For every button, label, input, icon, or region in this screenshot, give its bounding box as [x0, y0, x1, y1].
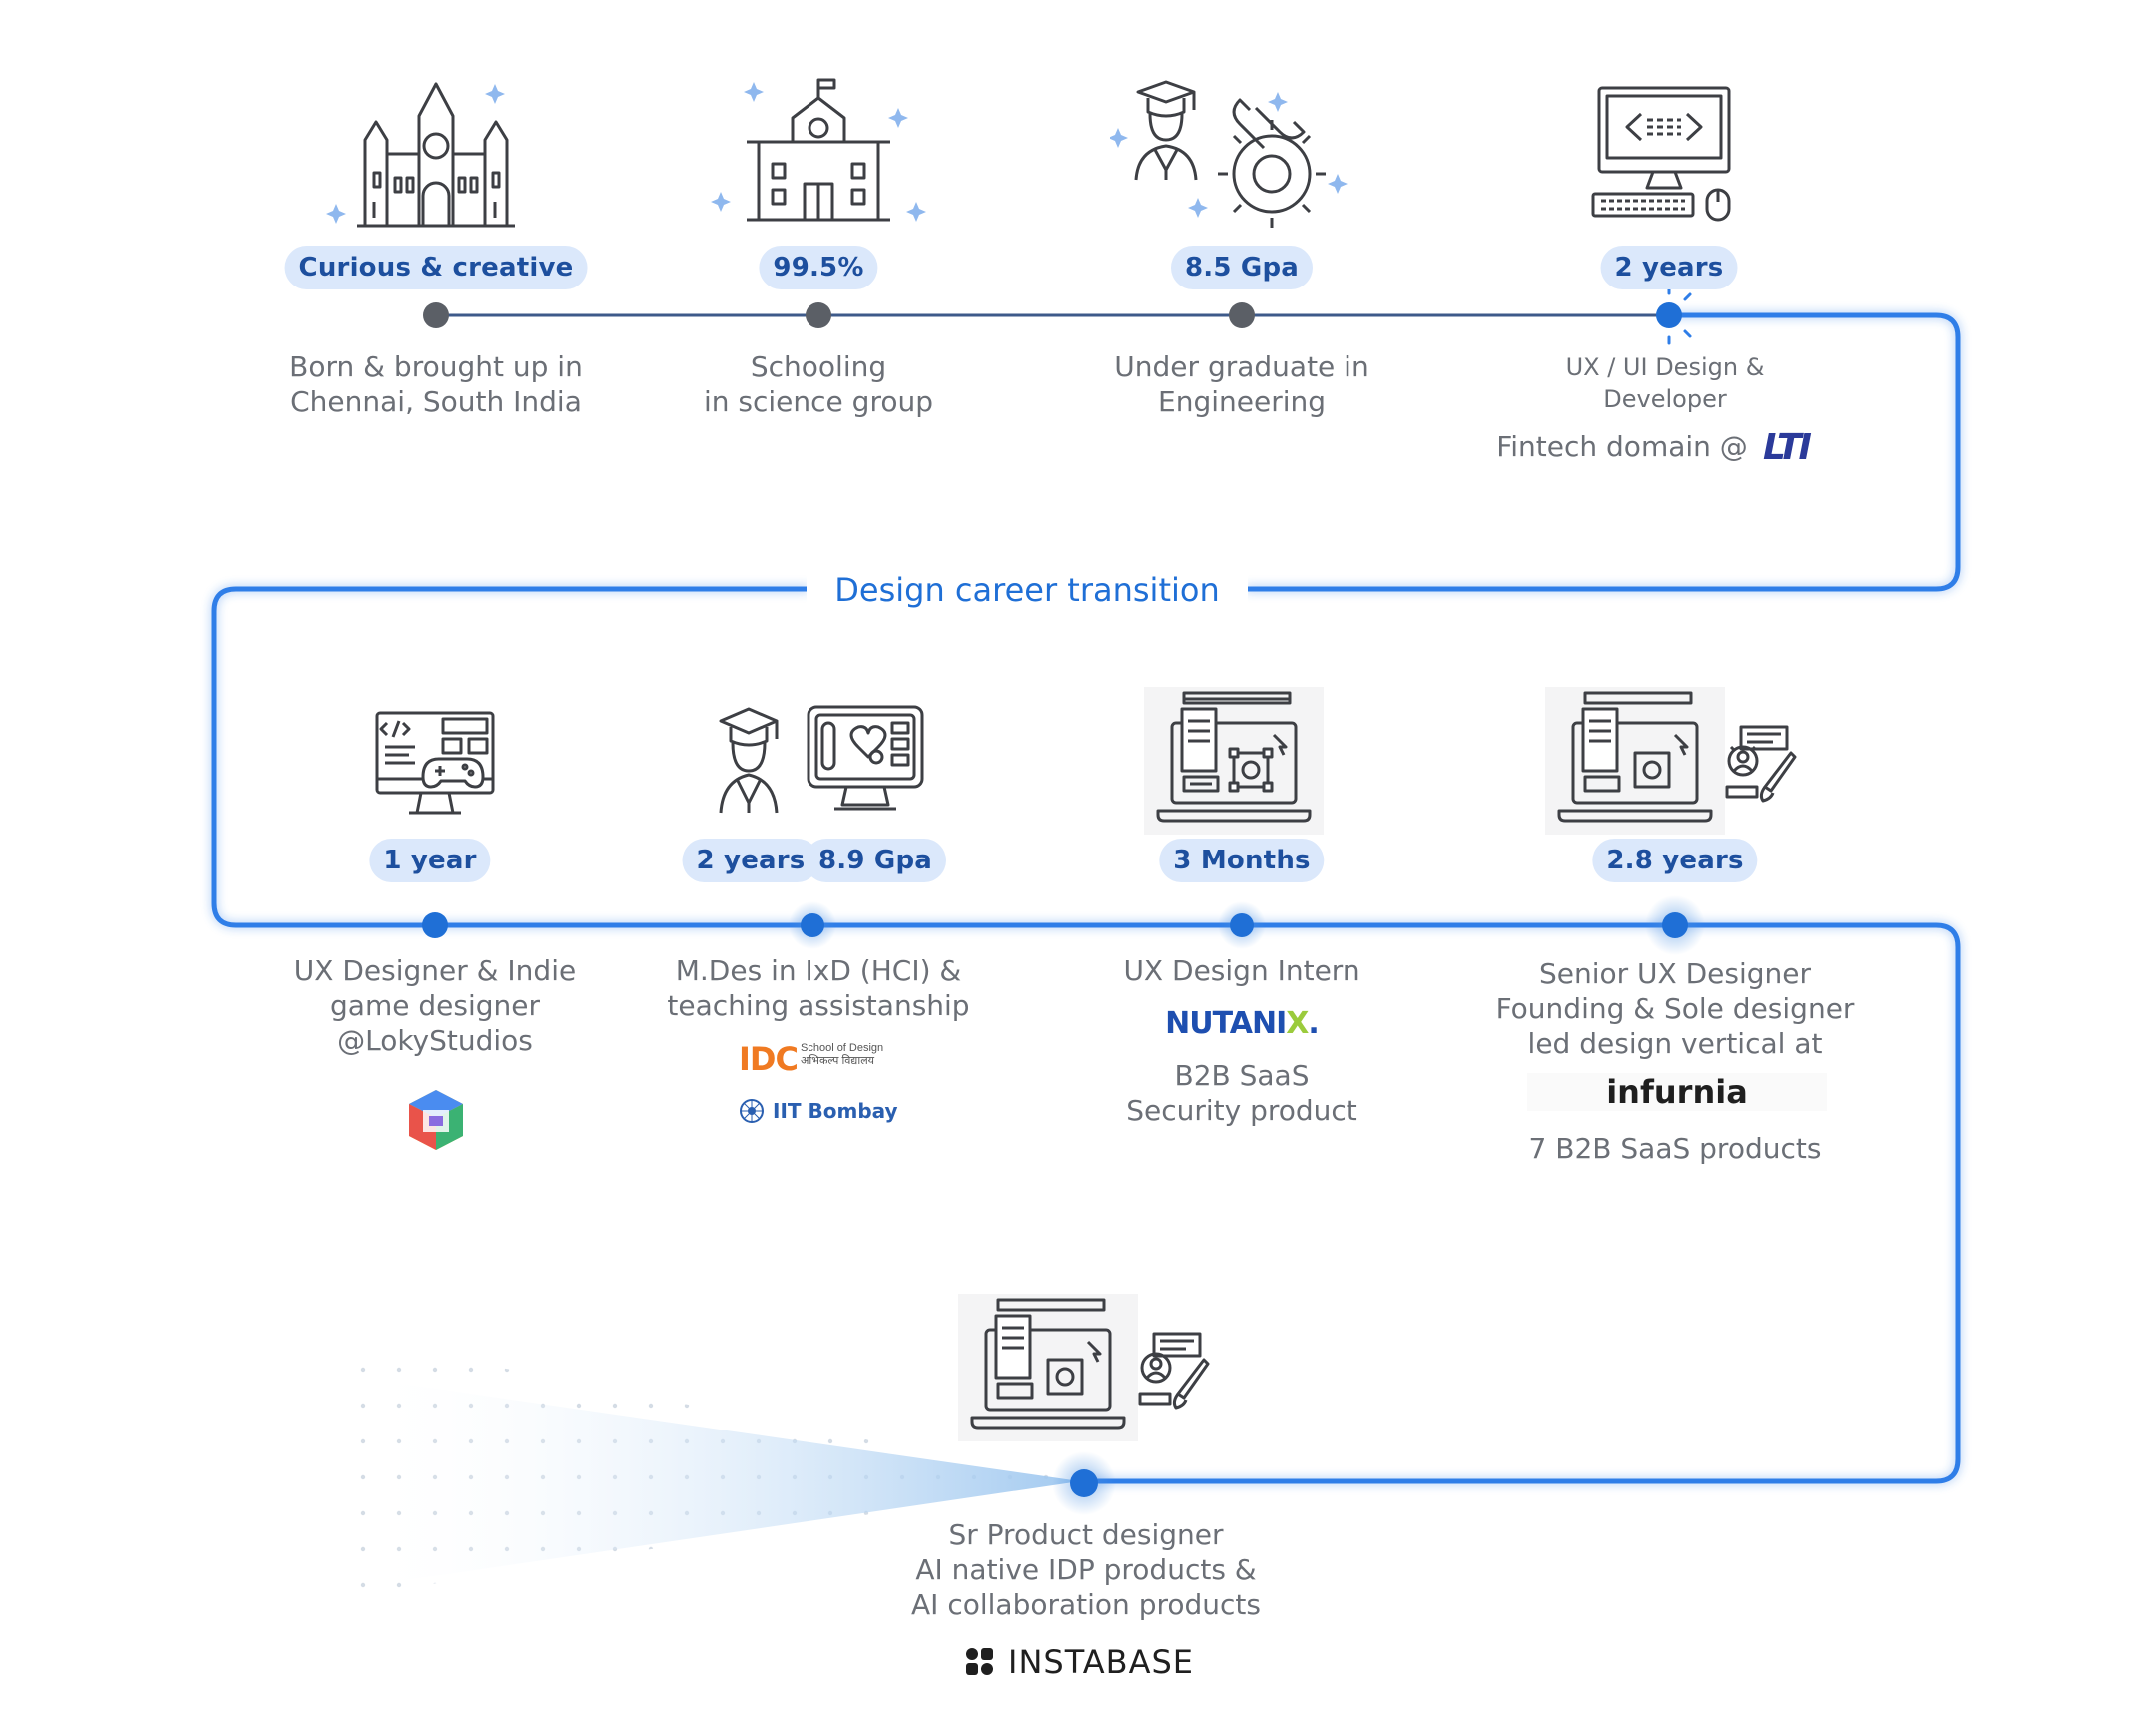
caption-uxui-developer: UX / UI Design &Developer — [1565, 353, 1765, 413]
badge-nutanix-duration: 3 Months — [1159, 839, 1325, 882]
node-row1-1 — [423, 302, 449, 328]
node-row1-4 — [1656, 286, 1699, 345]
badge-mdes-years: 2 years — [682, 839, 819, 882]
iitb-emblem-icon — [740, 1099, 764, 1123]
caption-infurnia-products: 7 B2B SaaS products — [1528, 1132, 1822, 1165]
loky-studios-logo — [409, 1090, 463, 1150]
instabase-mark-icon — [966, 1648, 993, 1675]
node-row2-3 — [1230, 913, 1254, 937]
light-beam — [359, 1378, 1080, 1587]
infurnia-logo: infurnia — [1527, 1073, 1827, 1111]
graduate-engineering-gear-icon — [1110, 80, 1348, 228]
school-building-icon — [711, 78, 926, 222]
nutanix-logo: NUTANIX. — [1165, 1006, 1320, 1041]
badge-mdes-gpa: 8.9 Gpa — [804, 839, 947, 882]
caption-ux-intern: UX Design Intern — [1123, 954, 1360, 987]
heritage-building-icon — [326, 82, 515, 228]
node-row2-1 — [422, 912, 448, 938]
badge-infurnia-years: 2.8 years — [1592, 839, 1758, 882]
section-design-career-transition: Design career transition — [807, 569, 1248, 611]
node-row1-3 — [1229, 302, 1255, 328]
caption-mdes: M.Des in IxD (HCI) &teaching assistanshi… — [667, 954, 970, 1022]
path-segment-2 — [211, 586, 1961, 1484]
instabase-logo: INSTABASE — [966, 1643, 1194, 1681]
badge-curious: Curious & creative — [284, 246, 588, 289]
graduate-design-monitor-icon — [719, 705, 924, 814]
computer-code-icon — [1591, 86, 1731, 222]
path-segment-1 — [1246, 312, 1961, 592]
badge-ug-gpa: 8.5 Gpa — [1170, 246, 1314, 289]
iit-bombay-logo: IIT Bombay — [739, 1098, 898, 1124]
laptop-design-user-icon-current — [958, 1294, 1210, 1441]
game-design-monitor-icon — [375, 711, 495, 815]
laptop-design-user-icon — [1545, 687, 1797, 835]
badge-lti-years: 2 years — [1600, 246, 1738, 289]
node-row2-2 — [801, 913, 824, 937]
laptop-design-icon — [1144, 687, 1324, 835]
badge-schooling-score: 99.5% — [759, 246, 878, 289]
node-row2-4 — [1662, 912, 1688, 938]
caption-fintech: Fintech domain @ — [1496, 430, 1748, 463]
lti-logo: LTI — [1763, 427, 1812, 468]
node-row1-2 — [806, 302, 831, 328]
badge-loky-years: 1 year — [369, 839, 491, 882]
node-row3 — [1070, 1469, 1098, 1497]
